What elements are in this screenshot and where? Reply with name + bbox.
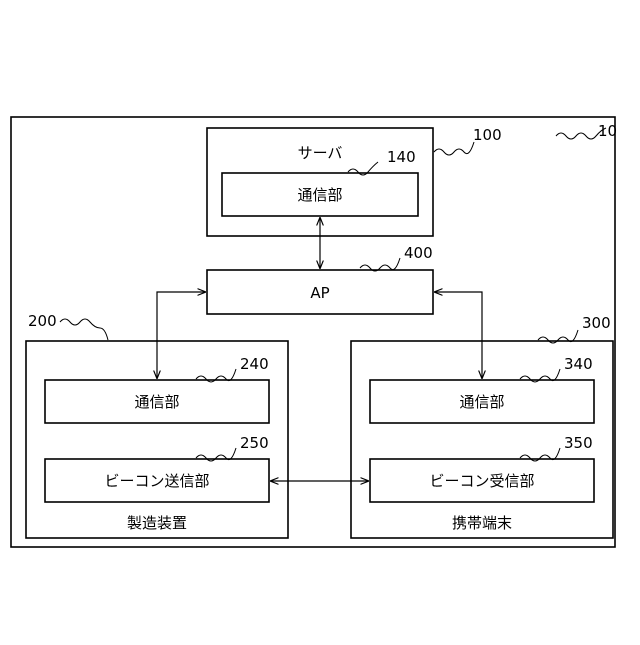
ap-label: AP xyxy=(310,284,329,302)
leader-line-manufacturing-device xyxy=(60,319,108,340)
ref-system: 10 xyxy=(598,122,617,140)
server-comm-label: 通信部 xyxy=(297,186,342,204)
leader-line-server xyxy=(434,142,474,155)
manufacturing-device-name: 製造装置 xyxy=(127,514,187,532)
beacon-transmitter-label: ビーコン送信部 xyxy=(104,472,209,490)
ref-mobile-comm: 340 xyxy=(564,355,593,373)
leader-line-ap xyxy=(360,258,400,271)
manufacturing-comm-label: 通信部 xyxy=(134,393,179,411)
ref-beacon-transmitter: 250 xyxy=(240,434,269,452)
ref-ap: 400 xyxy=(404,244,433,262)
mobile-comm-label: 通信部 xyxy=(459,393,504,411)
mobile-terminal-name: 携帯端末 xyxy=(452,514,512,532)
connector-ap-mobile xyxy=(435,292,482,378)
ref-server-comm: 140 xyxy=(387,148,416,166)
ref-beacon-receiver: 350 xyxy=(564,434,593,452)
ref-manufacturing-device: 200 xyxy=(28,312,57,330)
beacon-receiver-label: ビーコン受信部 xyxy=(429,472,534,490)
ref-manufacturing-comm: 240 xyxy=(240,355,269,373)
connector-ap-manufacturing xyxy=(157,292,205,378)
server-title: サーバ xyxy=(298,144,343,162)
ref-server: 100 xyxy=(473,126,502,144)
ref-mobile-terminal: 300 xyxy=(582,314,611,332)
